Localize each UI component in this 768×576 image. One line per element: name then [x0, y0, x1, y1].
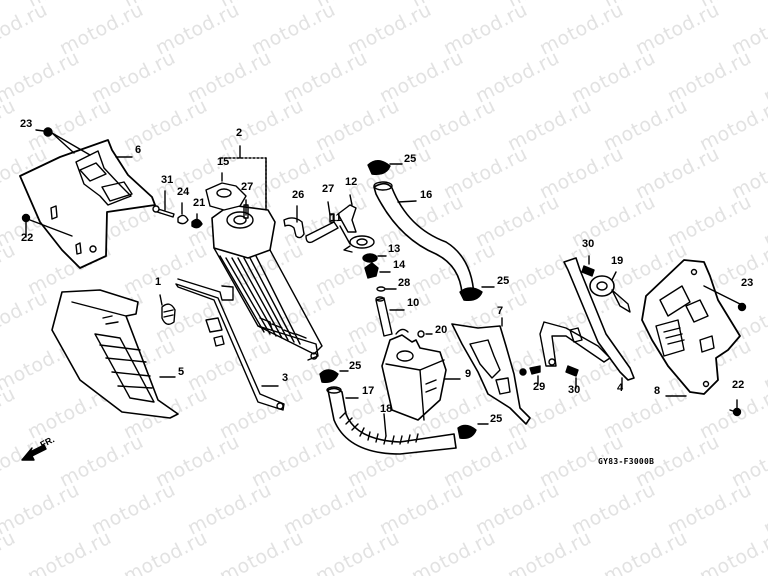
callout-31[interactable]: 31: [161, 174, 174, 186]
callout-19[interactable]: 19: [611, 255, 624, 267]
diagram-code: GY83-F3000B: [598, 457, 655, 466]
grille-part-5[interactable]: [51, 289, 179, 419]
reserve-tank-part-9[interactable]: [381, 328, 461, 421]
callout-27[interactable]: 27: [322, 183, 335, 195]
callout-27[interactable]: 27: [241, 181, 254, 193]
callout-22[interactable]: 22: [21, 232, 34, 244]
radiator-stay-part-3[interactable]: [175, 278, 285, 411]
callout-25[interactable]: 25: [497, 275, 510, 287]
callout-17[interactable]: 17: [362, 385, 375, 397]
callout-25[interactable]: 25: [404, 153, 417, 165]
callout-16[interactable]: 16: [420, 189, 433, 201]
callout-25[interactable]: 25: [349, 360, 362, 372]
upper-hose-part-16[interactable]: [367, 160, 495, 302]
callout-9[interactable]: 9: [465, 368, 472, 380]
callout-10[interactable]: 10: [407, 297, 420, 309]
callout-15[interactable]: 15: [217, 156, 230, 168]
callout-25[interactable]: 25: [490, 413, 503, 425]
radiator-cap-part-15[interactable]: [205, 172, 247, 211]
callout-11[interactable]: 11: [330, 212, 342, 224]
callout-22[interactable]: 22: [732, 379, 745, 391]
front-direction-arrow-icon: [21, 444, 47, 461]
callout-23[interactable]: 23: [741, 277, 754, 289]
callout-30[interactable]: 30: [582, 238, 595, 250]
bolts-29-30[interactable]: [529, 255, 595, 389]
callout-12[interactable]: 12: [345, 176, 358, 188]
callout-4[interactable]: 4: [617, 382, 624, 394]
callout-18[interactable]: 18: [380, 403, 393, 415]
callout-21[interactable]: 21: [193, 197, 206, 209]
callout-23[interactable]: 23: [20, 118, 33, 130]
grommet-part-1[interactable]: [159, 294, 176, 325]
callout-7[interactable]: 7: [497, 305, 504, 317]
callout-2[interactable]: 2: [236, 127, 243, 139]
callout-6[interactable]: 6: [135, 144, 142, 156]
lower-hose-part-17[interactable]: [319, 369, 489, 455]
callout-14[interactable]: 14: [393, 259, 406, 271]
right-shroud-part-8[interactable]: [641, 259, 747, 417]
callout-1[interactable]: 1: [155, 276, 162, 288]
callout-26[interactable]: 26: [292, 189, 305, 201]
callout-13[interactable]: 13: [388, 243, 401, 255]
bolt-collar-set[interactable]: [152, 190, 203, 229]
callout-29[interactable]: 29: [533, 381, 546, 393]
horn-part-19[interactable]: [589, 271, 631, 313]
tank-cover-part-7[interactable]: [451, 317, 531, 425]
overflow-tube-part-26[interactable]: [243, 199, 339, 244]
callout-30[interactable]: 30: [568, 384, 581, 396]
callout-24[interactable]: 24: [177, 186, 190, 198]
callout-28[interactable]: 28: [398, 277, 411, 289]
left-shroud-part-6[interactable]: [19, 127, 156, 269]
reserve-tank-fittings[interactable]: [337, 194, 405, 337]
callout-5[interactable]: 5: [178, 366, 185, 378]
callout-3[interactable]: 3: [282, 372, 289, 384]
callout-8[interactable]: 8: [654, 385, 661, 397]
callout-20[interactable]: 20: [435, 324, 448, 336]
radiator-stay-part-4[interactable]: [539, 257, 635, 389]
radiator-part-2[interactable]: [211, 145, 323, 361]
